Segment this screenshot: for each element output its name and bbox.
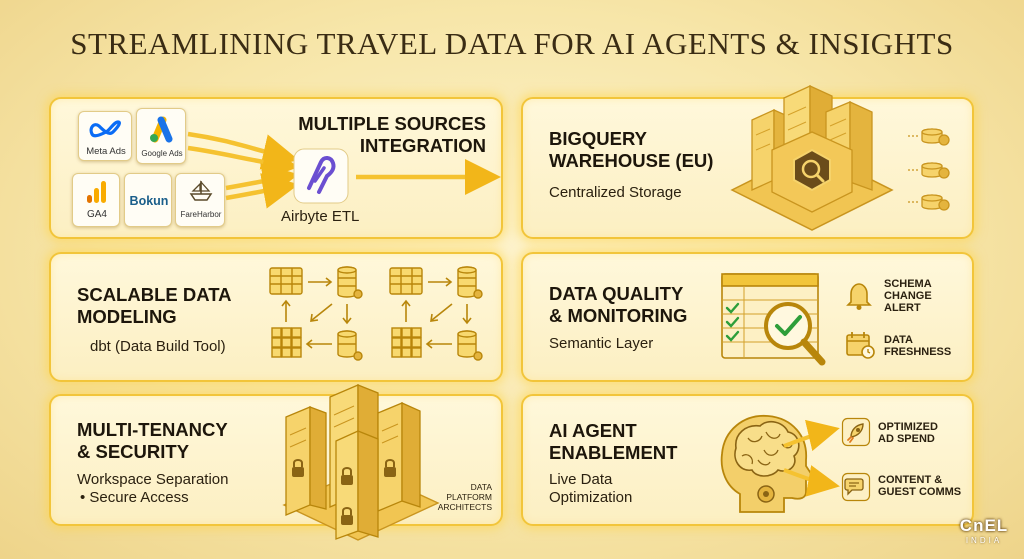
brand-name: CnEL (959, 516, 1009, 535)
brand-sub: INDIA (965, 536, 1003, 545)
meta-infinity-icon (89, 120, 121, 138)
security-heading: MULTI-TENANCY & SECURITY (77, 419, 228, 462)
modeling-subtitle: dbt (Data Build Tool) (90, 338, 226, 355)
sources-heading: MULTIPLE SOURCES INTEGRATION (298, 113, 486, 156)
meta-ads-label: Meta Ads (86, 146, 126, 157)
ai-subtitle-line-2: Optimization (549, 489, 633, 506)
meta-ads-logo: Meta Ads (78, 111, 132, 161)
content-guest-comms-label: CONTENT & GUEST COMMS (878, 474, 962, 498)
modeling-heading: SCALABLE DATA MODELING (77, 284, 232, 327)
google-ads-label: Google Ads (141, 149, 183, 158)
database-stack-icons (908, 128, 950, 211)
schema-alert-label: SCHEMA CHANGE ALERT (884, 278, 932, 314)
bokun-logo: Bokun (124, 173, 172, 227)
warehouse-heading: BIGQUERY WAREHOUSE (EU) (549, 128, 714, 171)
data-freshness-label: DATA FRESHNESS (884, 334, 952, 358)
quality-subtitle: Semantic Layer (549, 335, 654, 352)
rocket-icon (841, 417, 871, 447)
ai-subtitle-line-1: Live Data (549, 471, 613, 488)
brand-logo: CnEL INDIA (952, 516, 1016, 545)
warehouse-buildings-icon (730, 84, 894, 231)
security-subtitle-line-2: • Secure Access (80, 489, 189, 506)
google-ads-icon (150, 116, 173, 143)
warehouse-card (521, 97, 974, 239)
security-subtitle-line-1: Workspace Separation (77, 471, 229, 488)
fareharbor-logo: FareHarbor (175, 173, 225, 227)
quality-heading: DATA QUALITY & MONITORING (549, 283, 688, 326)
google-ads-logo: Google Ads (136, 108, 186, 164)
optimized-ad-spend-label: OPTIMIZED AD SPEND (878, 421, 938, 445)
calendar-clock-icon (846, 332, 875, 359)
bell-alert-icon (846, 283, 872, 310)
airbyte-label: Airbyte ETL (281, 208, 360, 225)
warehouse-subtitle: Centralized Storage (549, 184, 682, 201)
modeling-card (49, 252, 503, 382)
fareharbor-ship-icon (189, 180, 213, 201)
ai-heading: AI AGENT ENABLEMENT (549, 420, 678, 463)
airbyte-icon (293, 148, 349, 204)
chat-bubbles-icon (841, 472, 871, 502)
page-title: STREAMLINING TRAVEL DATA FOR AI AGENTS &… (70, 26, 954, 61)
fareharbor-label: FareHarbor (180, 210, 222, 219)
secure-servers-icon (282, 384, 440, 541)
dbt-model-flow-icon (269, 266, 483, 361)
ga4-label: GA4 (86, 209, 107, 220)
ga4-bars-icon (87, 181, 106, 203)
ai-brain-head-icon (720, 415, 816, 513)
bokun-label: Bokun (129, 194, 169, 208)
ga4-logo: GA4 (72, 173, 120, 227)
data-platform-caption: DATA PLATFORM ARCHITECTS (437, 482, 492, 512)
quality-checklist-magnifier-icon (721, 273, 826, 366)
